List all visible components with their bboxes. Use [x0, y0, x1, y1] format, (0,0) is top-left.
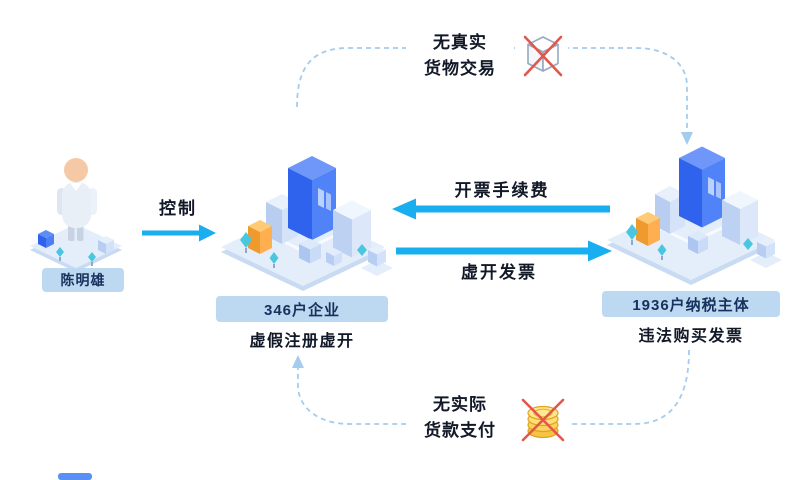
crossed-package-icon	[518, 30, 568, 82]
no-payment-line2: 货款支付	[424, 421, 496, 440]
no-goods-line1: 无真实	[433, 33, 487, 52]
taxpayers-illustration	[607, 146, 782, 285]
no-payment-dashed-connector	[292, 349, 690, 425]
invoice-flow-label: 虚开发票	[461, 263, 537, 282]
fake-companies-illustration	[221, 156, 393, 291]
fee-arrow	[392, 198, 610, 220]
fake-companies-badge: 346户企业	[216, 296, 388, 322]
taxpayers-caption: 违法购买发票	[638, 328, 744, 345]
cropped-blue-mark	[58, 473, 92, 480]
crossed-money-icon	[516, 392, 570, 448]
control-arrow	[142, 224, 216, 242]
fee-flow-label: 开票手续费	[454, 181, 550, 200]
no-goods-dashed-connector	[296, 47, 693, 145]
person-illustration	[30, 158, 122, 268]
no-goods-line2: 货物交易	[424, 59, 496, 78]
invoice-arrow	[396, 240, 612, 262]
no-payment-line1: 无实际	[433, 395, 487, 414]
control-label: 控制	[159, 199, 197, 218]
person-badge: 陈明雄	[42, 268, 124, 292]
no-goods-note: 无真实 货物交易	[406, 30, 514, 82]
fake-companies-caption: 虚假注册虚开	[249, 333, 355, 350]
taxpayers-badge: 1936户纳税主体	[602, 291, 780, 317]
no-payment-note: 无实际 货款支付	[406, 392, 514, 444]
